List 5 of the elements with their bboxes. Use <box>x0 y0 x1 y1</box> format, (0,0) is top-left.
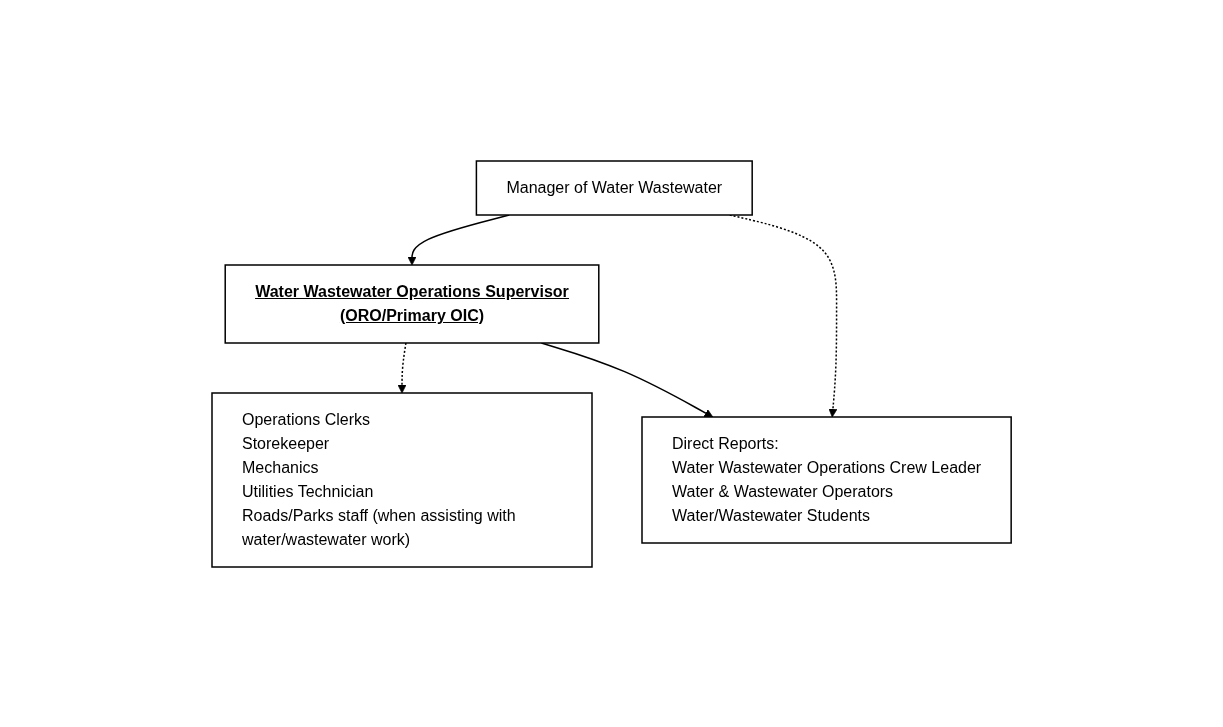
node-box: Manager of Water Wastewater <box>475 159 753 216</box>
node-box: Direct Reports: Water Wastewater Operations Crew Leader Water & Wastewater Operators Water/Wastewater Students <box>641 415 1012 544</box>
arrow <box>397 341 407 393</box>
node-box: Water Wastewater Operations Supervisor (ORO/Primary OIC) <box>224 263 600 344</box>
node-box: Operations Clerks Storekeeper Mechanics Utilities Technician Roads/Parks staff (when assisting with water/wastewater work) <box>211 391 593 568</box>
